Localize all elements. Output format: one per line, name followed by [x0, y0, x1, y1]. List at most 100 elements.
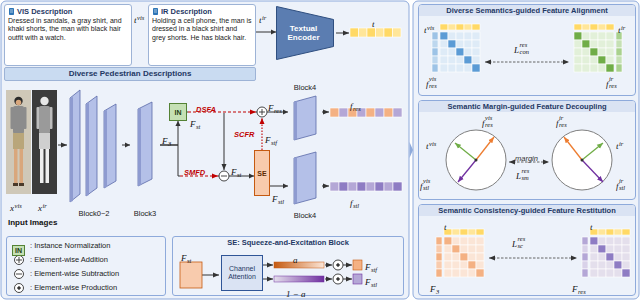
- output-feature-cell: [384, 108, 393, 117]
- drawing-part: [581, 159, 584, 162]
- similarity-cell: [582, 32, 590, 40]
- label-subscript: res: [274, 107, 282, 114]
- visual-feature-cell: [432, 64, 438, 72]
- section-box: Semantic Margin-guided Feature Decouplin…: [418, 100, 636, 200]
- drawing-part: [15, 256, 24, 265]
- math-label: Fst: [231, 162, 241, 178]
- node-text: Block4: [294, 212, 317, 220]
- visual-feature-cell: [436, 261, 442, 269]
- description-box: IR DescriptionHolding a cell phone, the …: [148, 4, 256, 66]
- label-superscript: ir: [619, 140, 623, 147]
- label-text: f: [482, 118, 485, 128]
- label-subscript: res: [485, 122, 493, 129]
- node-text: Semantic Margin-guided Feature Decouplin…: [419, 101, 635, 112]
- similarity-cell: [590, 56, 598, 64]
- drawing-part: [458, 160, 476, 182]
- similarity-cell: [606, 237, 614, 245]
- visual-feature-cell: [616, 40, 622, 48]
- similarity-cell: [590, 245, 598, 253]
- drawing-part: [15, 270, 24, 279]
- text-feature-cell: [448, 24, 456, 30]
- drawing-part: [14, 97, 22, 105]
- arrowhead: [283, 183, 288, 188]
- label-stack: visstl: [423, 178, 430, 191]
- similarity-cell: [598, 253, 606, 261]
- output-feature-cell: [357, 182, 366, 191]
- text-feature-cell: [456, 24, 464, 30]
- label-text: f: [426, 79, 429, 89]
- drawing-part: [18, 287, 21, 290]
- similarity-cell: [456, 40, 464, 48]
- text-feature-cell: [472, 24, 480, 30]
- similarity-cell: [452, 261, 460, 269]
- similarity-cell: [598, 269, 606, 277]
- similarity-cell: [574, 32, 582, 40]
- label-text: t: [590, 222, 593, 232]
- label-text: f: [350, 101, 353, 111]
- drawing-part: [489, 258, 577, 259]
- similarity-cell: [472, 40, 480, 48]
- math-label: tir: [618, 20, 625, 36]
- text-embedding-cell: [376, 28, 385, 37]
- label-text: t: [618, 25, 621, 35]
- similarity-cell: [574, 64, 582, 72]
- visual-feature-cell: [616, 48, 622, 56]
- label-text: f: [606, 79, 609, 89]
- math-label: SCFR: [234, 124, 254, 140]
- label-text: F: [272, 194, 278, 204]
- similarity-cell: [606, 261, 614, 269]
- feature-map: [353, 260, 362, 270]
- label-superscript: ir: [262, 14, 266, 21]
- drawing-part: [552, 130, 612, 190]
- similarity-cell: [440, 48, 448, 56]
- node-text: Diverse Pedestrian Descriptions: [69, 70, 192, 78]
- drawing-part: [446, 130, 506, 190]
- drawing-part: [19, 183, 24, 186]
- drawing-part: [336, 33, 349, 34]
- similarity-cell: [456, 56, 464, 64]
- label-subscript: res: [559, 122, 567, 129]
- math-label: DSFA: [196, 99, 216, 115]
- shape-part: [86, 103, 89, 196]
- attention-box: Channel Attention: [221, 255, 263, 291]
- operator-part: [261, 118, 262, 150]
- similarity-cell: [590, 48, 598, 56]
- backbone-block: Block4: [288, 150, 322, 220]
- label-text: F: [231, 167, 237, 177]
- legend-symbols: [15, 256, 24, 293]
- similarity-cell: [606, 269, 614, 277]
- vis-image: [6, 90, 31, 194]
- similarity-cell: [598, 48, 606, 56]
- similarity-cell: [448, 40, 456, 48]
- shape-part: [70, 97, 73, 202]
- drawing-part: [337, 264, 340, 267]
- weight-bar: [274, 276, 324, 282]
- output-feature-cell: [393, 108, 402, 117]
- label-subscript: stl: [353, 202, 359, 209]
- drawing-part: [476, 137, 494, 160]
- label-text: f: [350, 198, 353, 208]
- label-subscript: sm: [522, 175, 530, 182]
- drawing-part: [333, 274, 343, 284]
- visual-feature-cell: [436, 253, 442, 261]
- text-feature-cell: [598, 229, 606, 235]
- label-text: SMFD: [184, 168, 205, 177]
- se-box: SE: [254, 150, 270, 196]
- label-text: t: [616, 141, 619, 151]
- similarity-cell: [590, 261, 598, 269]
- similarity-cell: [598, 56, 606, 64]
- similarity-cell: [574, 48, 582, 56]
- drawing-part: [485, 62, 569, 63]
- label-subscript: res: [609, 83, 617, 90]
- text-feature-cell: [452, 229, 460, 235]
- label-subscript: stl: [619, 185, 625, 192]
- label-stack: visres: [485, 115, 493, 128]
- drawing-part: [15, 284, 24, 293]
- label-text: F: [572, 284, 578, 294]
- drawing-part: [40, 149, 44, 183]
- similarity-cell: [440, 64, 448, 72]
- similarity-cell: [468, 269, 476, 277]
- operator-part: [221, 176, 227, 177]
- math-label: xir: [38, 198, 47, 214]
- similarity-cell: [460, 245, 468, 253]
